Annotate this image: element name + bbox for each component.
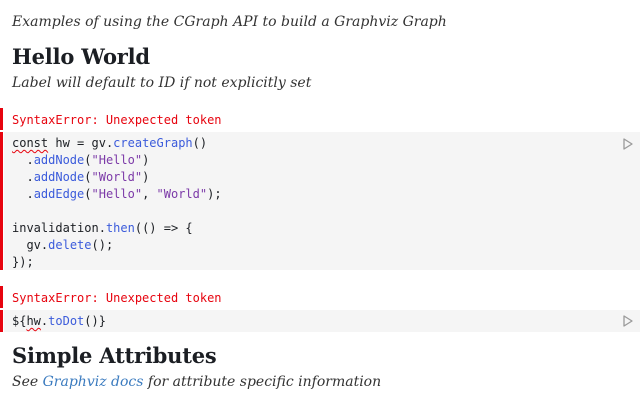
code-token: addNode	[33, 153, 85, 167]
code-token: .	[105, 136, 114, 150]
code-token: .	[98, 221, 106, 235]
error-indicator-bar	[0, 310, 3, 332]
code-token: then	[105, 221, 135, 235]
code-token: "Hello"	[91, 187, 143, 201]
play-outline-icon[interactable]	[623, 315, 633, 327]
subtitle-text: See	[12, 374, 43, 390]
graphviz-docs-link[interactable]: Graphviz docs	[42, 374, 144, 390]
error-indicator-bar	[0, 132, 3, 270]
code-token: ${	[12, 314, 27, 328]
code-token: delete	[48, 238, 92, 252]
code-token	[12, 238, 26, 252]
code-token: .	[12, 170, 34, 184]
code-token: (	[84, 153, 92, 167]
code-token: "Hello"	[91, 153, 143, 167]
code-token: (	[84, 187, 92, 201]
code-token: ,	[142, 187, 157, 201]
error-message-1: SyntaxError: Unexpected token	[12, 113, 222, 127]
code-token: });	[12, 255, 34, 269]
code-token: (() => {	[134, 221, 193, 235]
code-token: createGraph	[113, 136, 193, 150]
code-token: "World"	[91, 170, 143, 184]
intro-text: Examples of using the CGraph API to buil…	[12, 14, 447, 30]
heading-hello-world: Hello World	[12, 44, 150, 69]
code-editor-2[interactable]: ${hw.toDot()}	[12, 313, 106, 330]
code-token: gv	[26, 238, 41, 252]
code-token: );	[207, 187, 222, 201]
code-token: .	[40, 314, 49, 328]
code-token: ();	[91, 238, 114, 252]
error-indicator-bar	[0, 108, 3, 130]
code-token: const	[12, 136, 49, 150]
play-outline-icon	[623, 315, 633, 327]
subtitle-hello-world: Label will default to ID if not explicit…	[12, 75, 312, 91]
code-token: invalidation	[12, 221, 99, 235]
subtitle-text: for attribute specific information	[143, 374, 382, 390]
code-cell-2[interactable]: ${hw.toDot()}	[4, 310, 640, 332]
play-outline-icon	[623, 138, 633, 150]
code-token: gv	[91, 136, 106, 150]
code-token: .	[40, 238, 49, 252]
subtitle-simple-attributes: See Graphviz docs for attribute specific…	[12, 372, 381, 392]
error-indicator-bar	[0, 286, 3, 308]
code-token: ()	[192, 136, 208, 150]
code-token: (	[84, 170, 92, 184]
error-message-2: SyntaxError: Unexpected token	[12, 291, 222, 305]
code-token: addEdge	[33, 187, 85, 201]
code-token: )	[142, 170, 150, 184]
code-token: addNode	[33, 170, 85, 184]
code-editor-1[interactable]: const hw = gv.createGraph() .addNode("He…	[12, 135, 222, 271]
code-token: )	[142, 153, 150, 167]
code-token: .	[12, 153, 34, 167]
play-outline-icon[interactable]	[623, 138, 633, 150]
code-token: hw =	[48, 136, 92, 150]
heading-simple-attributes: Simple Attributes	[12, 343, 217, 368]
code-token: toDot	[48, 314, 85, 328]
code-token: ()}	[84, 314, 106, 328]
code-token: .	[12, 187, 34, 201]
code-token: hw	[26, 314, 41, 328]
code-cell-1[interactable]: const hw = gv.createGraph() .addNode("He…	[4, 132, 640, 270]
code-token: "World"	[156, 187, 208, 201]
